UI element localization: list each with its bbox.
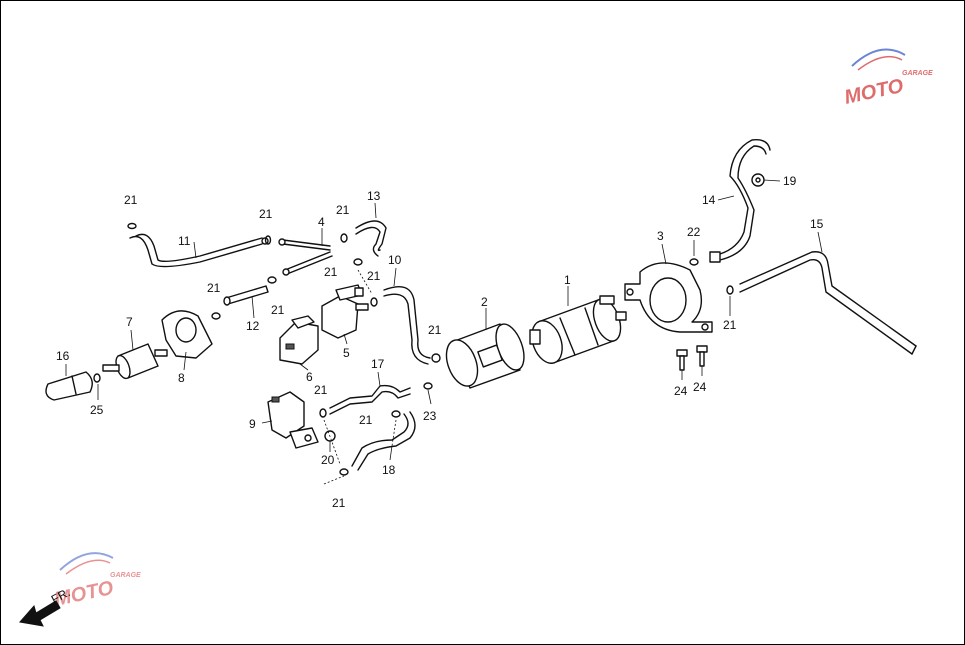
callout-18: 18 bbox=[382, 463, 396, 477]
part-12-tube bbox=[223, 285, 269, 306]
callout-19: 19 bbox=[783, 174, 797, 188]
callout-3: 3 bbox=[657, 229, 664, 243]
callout-2: 2 bbox=[481, 295, 488, 309]
callout-21-e: 21 bbox=[336, 203, 350, 217]
callout-8: 8 bbox=[178, 371, 185, 385]
part-14-hose bbox=[709, 139, 771, 263]
callout-1: 1 bbox=[564, 273, 571, 287]
callout-15: 15 bbox=[810, 217, 824, 231]
watermark-logo-bottom: MOTO GARAGE bbox=[52, 552, 141, 611]
callout-21-d: 21 bbox=[271, 303, 285, 317]
part-8-holder bbox=[161, 310, 213, 359]
callout-21-g: 21 bbox=[367, 269, 381, 283]
part-24-bolts bbox=[676, 345, 708, 371]
part-3-bracket bbox=[624, 262, 713, 333]
callout-21-l: 21 bbox=[723, 318, 737, 332]
callout-20: 20 bbox=[321, 453, 335, 467]
part-9-solenoid-valve bbox=[267, 391, 319, 449]
clamps bbox=[93, 222, 734, 476]
callout-7: 7 bbox=[126, 315, 133, 329]
callout-21-h: 21 bbox=[428, 323, 442, 337]
callout-17: 17 bbox=[371, 357, 385, 371]
callout-10: 10 bbox=[388, 253, 402, 267]
part-13-hose bbox=[355, 220, 387, 257]
part-18-hose bbox=[351, 411, 416, 471]
callout-16: 16 bbox=[56, 349, 70, 363]
callout-21-f: 21 bbox=[324, 265, 338, 279]
callout-24-b: 24 bbox=[693, 380, 707, 394]
callout-24-a: 24 bbox=[674, 384, 688, 398]
callout-labels: 1 2 3 4 5 6 7 8 9 10 11 12 13 14 15 16 1… bbox=[56, 174, 824, 510]
watermark-text-main: MOTO bbox=[842, 75, 905, 109]
part-1-canister bbox=[529, 295, 627, 364]
callout-21-a: 21 bbox=[124, 193, 138, 207]
part-17-hose bbox=[329, 384, 411, 415]
watermark-text-sub-bottom: GARAGE bbox=[110, 572, 141, 579]
callout-21-i: 21 bbox=[314, 383, 328, 397]
callout-21-b: 21 bbox=[259, 207, 273, 221]
part-7-filter bbox=[102, 343, 168, 380]
callout-6: 6 bbox=[306, 370, 313, 384]
callout-13: 13 bbox=[367, 189, 381, 203]
callout-25: 25 bbox=[90, 403, 104, 417]
callout-21-j: 21 bbox=[359, 413, 373, 427]
callout-9: 9 bbox=[249, 417, 256, 431]
part-5-valve bbox=[321, 284, 369, 339]
part-16-cap bbox=[45, 371, 93, 401]
callout-21-k: 21 bbox=[332, 496, 346, 510]
part-2-canister-shell bbox=[445, 323, 525, 389]
part-4-pipe bbox=[278, 238, 333, 276]
callout-22: 22 bbox=[687, 225, 701, 239]
callout-5: 5 bbox=[343, 346, 350, 360]
part-11-hose bbox=[129, 233, 269, 268]
watermark-text-sub: GARAGE bbox=[902, 70, 933, 77]
part-10-hose bbox=[383, 286, 431, 365]
callout-14: 14 bbox=[702, 193, 716, 207]
part-6-solenoid bbox=[279, 315, 319, 365]
callout-11: 11 bbox=[178, 234, 191, 248]
leader-lines bbox=[65, 179, 823, 485]
callout-4: 4 bbox=[318, 215, 325, 229]
part-19-clip bbox=[751, 173, 765, 187]
callout-23: 23 bbox=[423, 409, 437, 423]
part-15-hose bbox=[739, 251, 917, 355]
callout-12: 12 bbox=[246, 319, 260, 333]
watermark-logo: MOTO GARAGE bbox=[842, 48, 933, 109]
callout-21-c: 21 bbox=[207, 281, 221, 295]
